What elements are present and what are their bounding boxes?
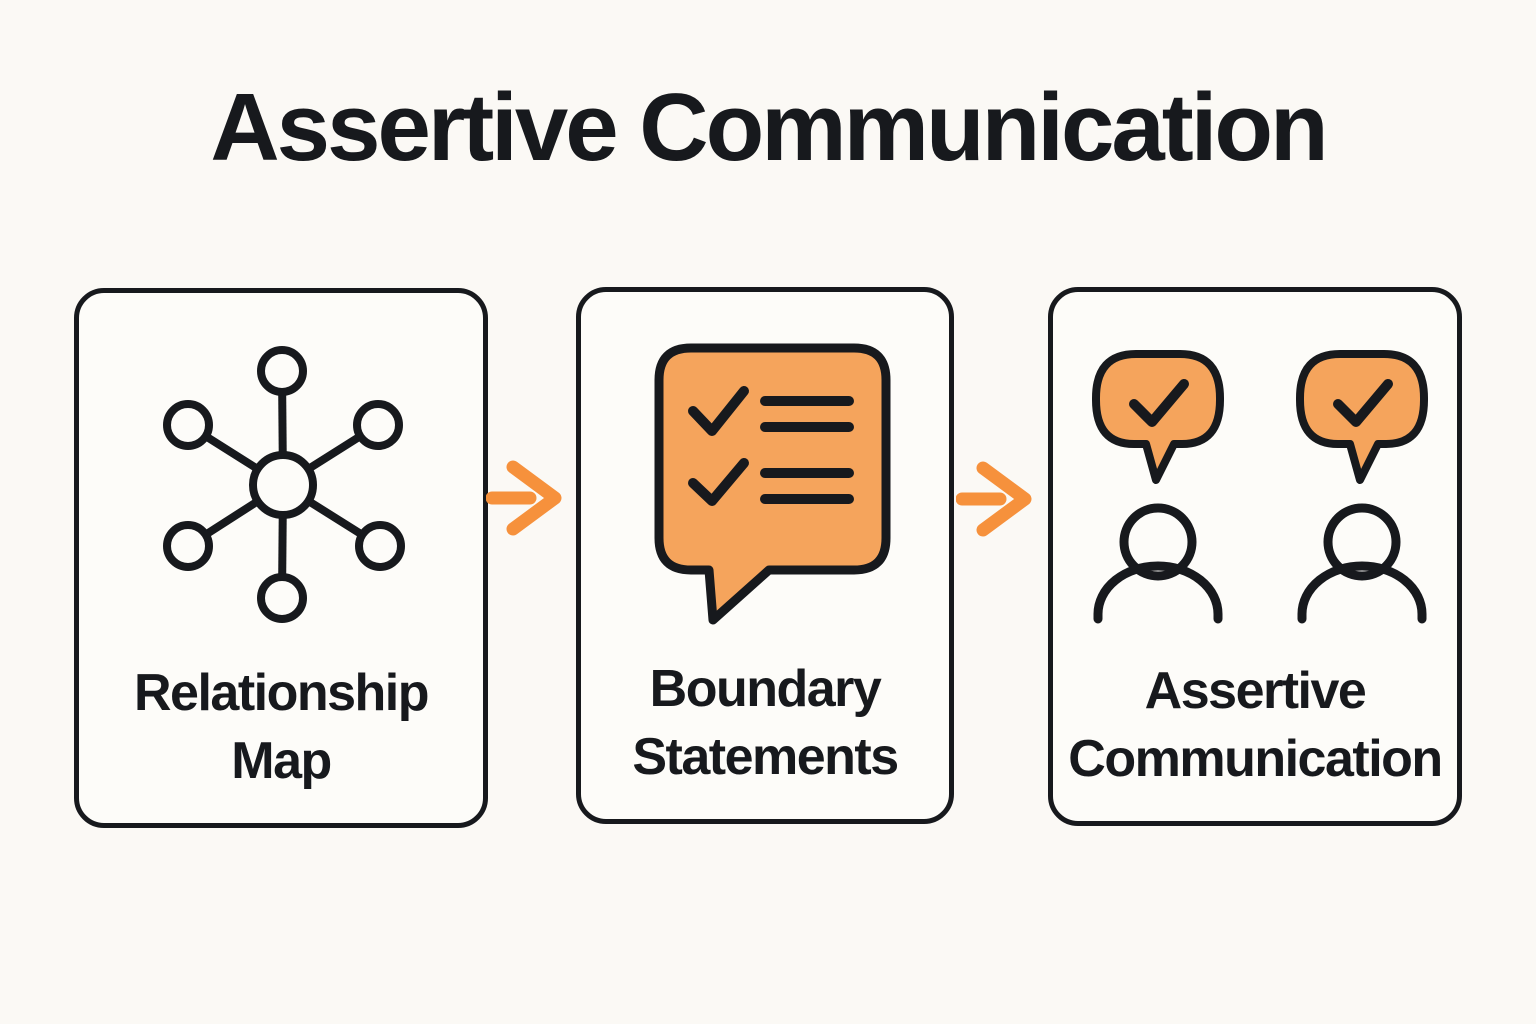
card-label-line1: Assertive <box>1144 662 1367 720</box>
card-relationship-map: Relationship Map <box>74 288 488 828</box>
person-speech-check-icon <box>1092 350 1224 624</box>
person-speech-check-icon <box>1296 350 1428 624</box>
network-map-icon <box>163 346 405 623</box>
right-arrow-icon <box>956 461 1032 537</box>
card-label-line2: Statements <box>632 728 899 786</box>
right-arrow-icon <box>486 460 562 536</box>
card-label-line2: Map <box>231 732 332 790</box>
card-label-line1: Relationship <box>133 664 430 722</box>
card-label: Relationship Map <box>79 659 483 795</box>
card-label-line1: Boundary <box>649 660 882 718</box>
card-boundary-statements: Boundary Statements <box>576 287 954 824</box>
speech-bubble-checklist-icon <box>654 343 891 625</box>
card-assertive-communication: Assertive Communication <box>1048 287 1462 826</box>
card-label-line2: Communication <box>1068 730 1443 788</box>
card-label: Assertive Communication <box>1053 657 1457 793</box>
card-label: Boundary Statements <box>581 655 949 791</box>
page-title: Assertive Communication <box>210 74 1328 181</box>
